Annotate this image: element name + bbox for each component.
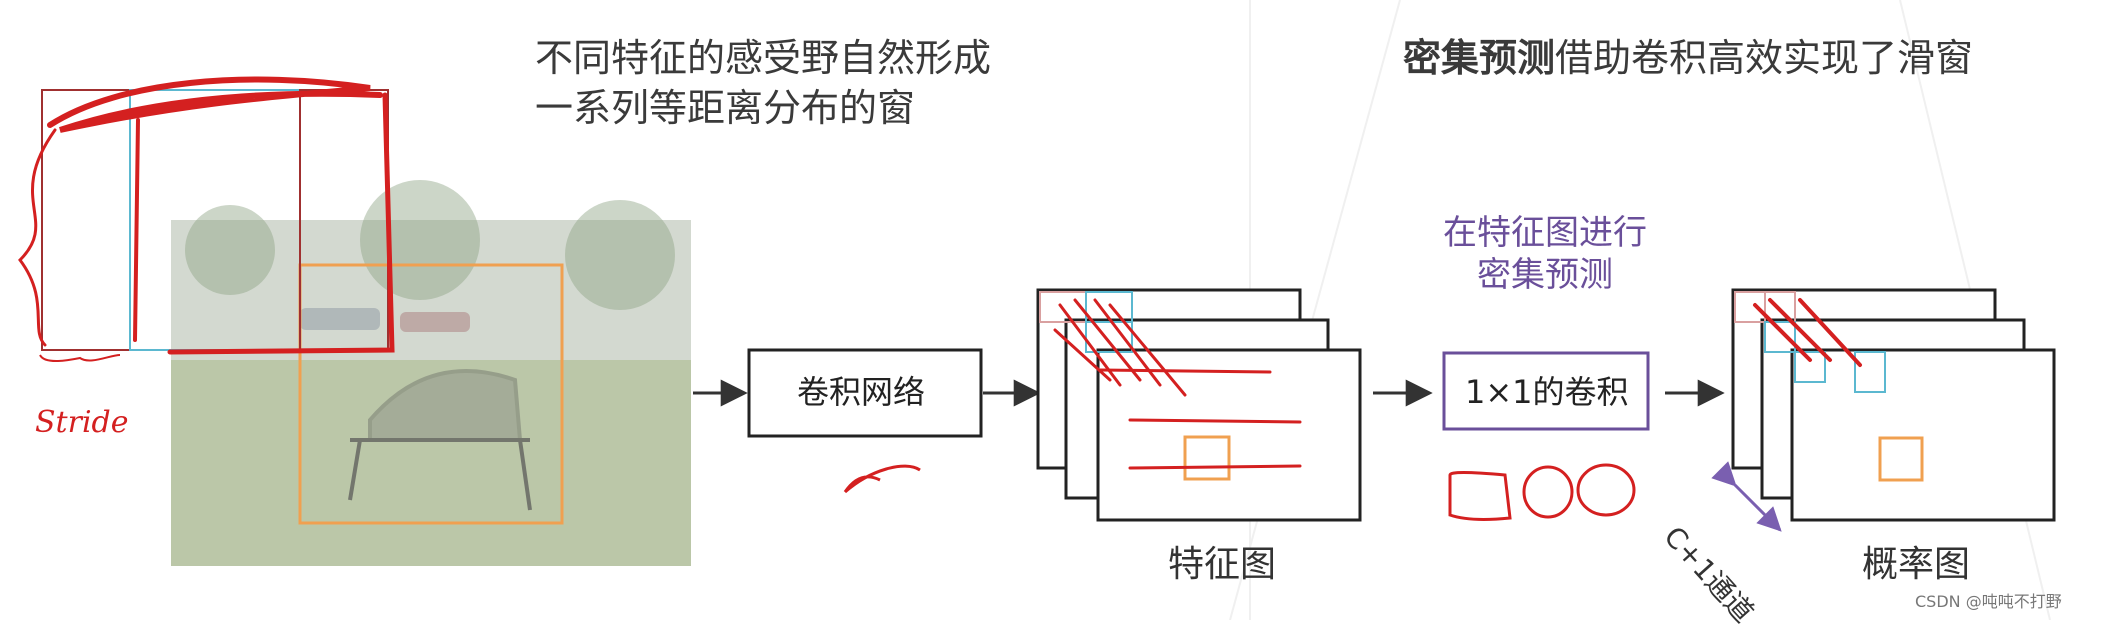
feature-map-scribbles xyxy=(1053,298,1302,470)
one-by-one-conv-box xyxy=(1442,351,1650,431)
top-right-rest: 借助卷积高效实现了滑窗 xyxy=(1555,36,1974,80)
conv-network-box xyxy=(747,348,983,438)
scribble-left xyxy=(18,128,57,347)
top-right-bold: 密集预测 xyxy=(1403,36,1556,80)
scribble-vertical xyxy=(133,118,140,342)
scribble-top xyxy=(47,76,383,133)
dense-caption-line2: 密集预测 xyxy=(1477,255,1613,295)
sliding-windows xyxy=(18,76,395,362)
conv-network-label: 卷积网络 xyxy=(797,373,926,411)
channel-double-arrow xyxy=(1711,461,1782,532)
orange-window xyxy=(298,263,564,525)
stride-label: Stride xyxy=(35,405,129,440)
feature-map-label: 特征图 xyxy=(1168,544,1277,585)
dense-caption-line1: 在特征图进行 xyxy=(1443,213,1647,253)
one-by-one-label: 1×1的卷积 xyxy=(1465,373,1629,411)
top-left-caption-line2: 一系列等距离分布的窗 xyxy=(535,86,916,130)
top-right-caption: 密集预测借助卷积高效实现了滑窗 xyxy=(1403,36,1973,82)
handwritten-shapes xyxy=(843,463,1636,521)
top-left-caption-line1: 不同特征的感受野自然形成 xyxy=(535,36,992,80)
bench-shape xyxy=(348,369,532,511)
prob-map-stack xyxy=(1731,288,2056,522)
prob-map-cells xyxy=(1734,291,1924,482)
bench-photo xyxy=(171,180,691,566)
prob-map-scribbles xyxy=(1753,298,1862,367)
watermark: CSDN @吨吨不打野 xyxy=(1915,592,2062,611)
prob-map-label: 概率图 xyxy=(1862,544,1971,585)
feature-map-cells xyxy=(1039,291,1231,481)
feature-map-stack xyxy=(1036,288,1362,522)
scribble-right xyxy=(167,92,395,355)
